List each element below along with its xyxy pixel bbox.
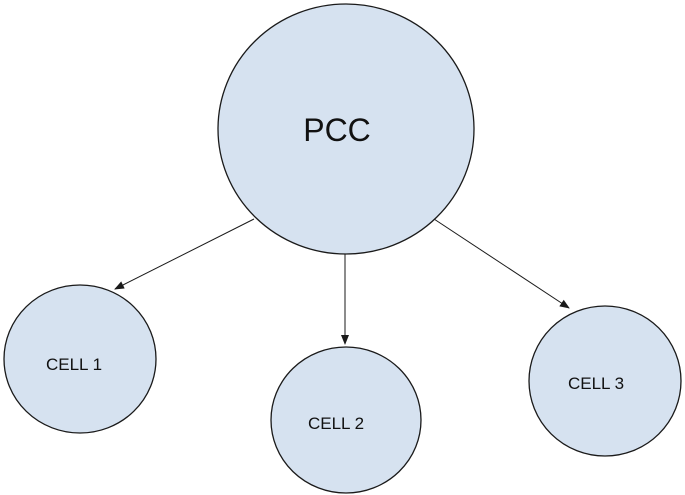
node-pcc: PCC — [217, 3, 475, 255]
node-cell-1-circle — [3, 284, 157, 434]
node-pcc-label: PCC — [303, 112, 371, 148]
edge-pcc-to-cell1 — [114, 218, 255, 290]
node-cell-3: CELL 3 — [528, 305, 682, 457]
node-pcc-circle — [217, 3, 475, 255]
edge-pcc-to-cell3 — [433, 218, 570, 309]
node-cell-3-circle — [528, 305, 682, 457]
node-cell-2-circle — [270, 346, 422, 494]
node-cell-1-label: CELL 1 — [46, 355, 102, 374]
node-cell-1: CELL 1 — [3, 284, 157, 434]
node-cell-3-label: CELL 3 — [568, 374, 624, 393]
node-cell-2: CELL 2 — [270, 346, 422, 494]
node-cell-2-label: CELL 2 — [308, 414, 364, 433]
